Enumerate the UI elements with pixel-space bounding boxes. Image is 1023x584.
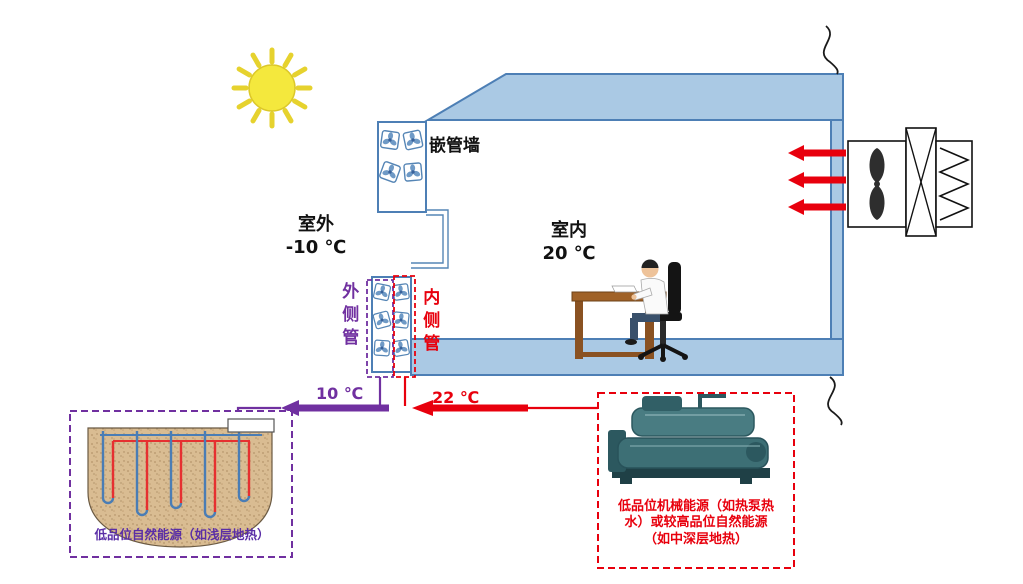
outdoor-temp-label: 室外 -10 ℃ [283,214,349,259]
indoor-label-text: 室内 [551,220,587,241]
pipe-fan-icon [402,129,424,151]
air-handling-unit [788,127,973,237]
red-flow-arrow [412,400,528,416]
sun-icon [231,47,313,129]
pipe-fan-icon [391,282,411,302]
indoor-temp-value: 20 ℃ [542,242,596,264]
heat-pump-chiller-image [608,394,770,484]
embedded-wall-label: 嵌管墙 [429,136,480,156]
break-mark-bottom [827,376,843,426]
person [625,259,669,345]
supply-arrow [788,145,846,161]
outer-loop-temp-label: 10 ℃ [316,384,364,403]
pipe-fan-icon [403,162,423,182]
inner-loop-temp-label: 22 ℃ [432,388,480,407]
inner-loop-piping [403,377,598,416]
pipe-fan-icon [373,339,391,357]
machine-caption-line1: 低品位机械能源（如热泵热 [617,499,774,514]
pipe-fan-icon [392,311,410,329]
purple-flow-arrow [281,400,389,416]
pipe-fan-icon [391,338,411,358]
indoor-temp-label: 室内 20 ℃ [536,220,602,265]
window-connector [411,209,449,269]
inner-pipe-label: 内侧管 [419,288,440,357]
header-box [227,418,275,433]
pipe-fan-icon [372,282,392,302]
heat-exchanger-icon [905,127,937,237]
ground-loop-box [69,410,293,558]
fan-icon [869,148,885,220]
supply-arrow [788,172,846,188]
pipe-fan-icon [379,129,401,151]
break-mark-top [822,25,839,75]
machine-source-label: 低品位机械能源（如热泵热 水）或较高品位自然能源 （如中深层地热） [602,499,790,548]
supply-arrow [788,199,846,215]
embedded-pipe-wall-lower [366,275,416,378]
ground-source-label: 低品位自然能源（如浅层地热） [94,527,270,542]
coil-icon [935,140,973,228]
machine-box [597,392,795,569]
embedded-pipe-wall-upper [377,121,427,213]
building-structure [410,25,844,426]
borehole-u-tube-icon [100,431,262,519]
outdoor-temp-value: -10 ℃ [285,236,347,258]
ceiling-slab [424,73,844,121]
pipe-fan-icon [372,310,392,330]
machine-caption-line2: 水）或较高品位自然能源 [624,515,768,531]
outdoor-label-text: 室外 [298,214,334,235]
paper [611,285,638,293]
machine-caption-line3: （如中深层地热） [643,531,748,547]
outer-pipe-label: 外侧管 [338,282,359,351]
